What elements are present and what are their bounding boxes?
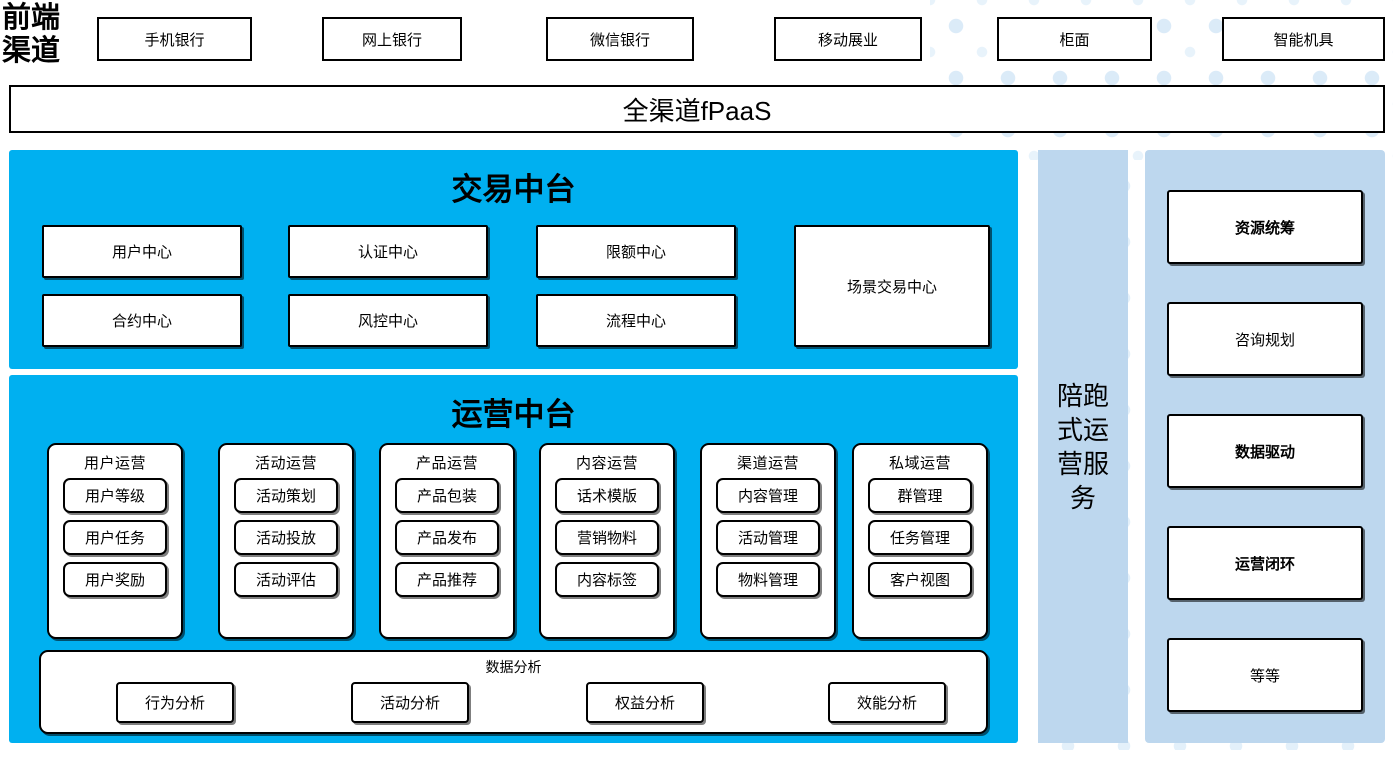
trade-platform-title: 交易中台 bbox=[451, 172, 576, 207]
ops-card-product[interactable]: 产品运营 产品包装 产品发布 产品推荐 bbox=[379, 443, 515, 639]
ops-subitem[interactable]: 活动投放 bbox=[234, 520, 338, 555]
trade-box-risk-center[interactable]: 风控中心 bbox=[288, 294, 488, 347]
capability-box-consulting-planning[interactable]: 咨询规划 bbox=[1167, 302, 1363, 376]
ops-subitem[interactable]: 用户等级 bbox=[63, 478, 167, 513]
ops-subitem[interactable]: 活动策划 bbox=[234, 478, 338, 513]
data-analysis-item-efficiency[interactable]: 效能分析 bbox=[828, 682, 946, 723]
trade-box-limit-center[interactable]: 限额中心 bbox=[536, 225, 736, 278]
ops-card-activity[interactable]: 活动运营 活动策划 活动投放 活动评估 bbox=[218, 443, 354, 639]
ops-card-channel[interactable]: 渠道运营 内容管理 活动管理 物料管理 bbox=[700, 443, 836, 639]
service-column-label: 陪跑式运营服务 bbox=[1056, 380, 1109, 513]
channel-box-mobile-bank[interactable]: 手机银行 bbox=[97, 17, 252, 61]
ops-platform-panel: 运营中台 用户运营 用户等级 用户任务 用户奖励 活动运营 活动策划 活动投放 … bbox=[9, 375, 1018, 743]
ops-card-user[interactable]: 用户运营 用户等级 用户任务 用户奖励 bbox=[47, 443, 183, 639]
capability-box-resource-coordination[interactable]: 资源统筹 bbox=[1167, 190, 1363, 264]
service-column: 陪跑式运营服务 bbox=[1038, 150, 1128, 743]
ops-card-content[interactable]: 内容运营 话术模版 营销物料 内容标签 bbox=[539, 443, 675, 639]
front-channel-label-line1: 前端 bbox=[2, 2, 61, 34]
ops-platform-title: 运营中台 bbox=[451, 397, 576, 432]
ops-subitem[interactable]: 内容标签 bbox=[555, 562, 659, 597]
ops-subitem[interactable]: 用户奖励 bbox=[63, 562, 167, 597]
capability-box-etc[interactable]: 等等 bbox=[1167, 638, 1363, 712]
trade-box-auth-center[interactable]: 认证中心 bbox=[288, 225, 488, 278]
data-analysis-item-behavior[interactable]: 行为分析 bbox=[116, 682, 234, 723]
ops-subitem[interactable]: 产品推荐 bbox=[395, 562, 499, 597]
data-analysis-item-benefit[interactable]: 权益分析 bbox=[586, 682, 704, 723]
ops-subitem[interactable]: 任务管理 bbox=[868, 520, 972, 555]
trade-box-process-center[interactable]: 流程中心 bbox=[536, 294, 736, 347]
ops-card-private-domain[interactable]: 私域运营 群管理 任务管理 客户视图 bbox=[852, 443, 988, 639]
trade-box-contract-center[interactable]: 合约中心 bbox=[42, 294, 242, 347]
ops-card-title: 内容运营 bbox=[575, 455, 638, 472]
ops-subitem[interactable]: 营销物料 bbox=[555, 520, 659, 555]
ops-subitem[interactable]: 活动评估 bbox=[234, 562, 338, 597]
channel-box-mobile-biz[interactable]: 移动展业 bbox=[774, 17, 922, 61]
ops-subitem[interactable]: 活动管理 bbox=[716, 520, 820, 555]
trade-box-scene-trade-center[interactable]: 场景交易中心 bbox=[794, 225, 990, 347]
ops-card-title: 渠道运营 bbox=[736, 455, 799, 472]
ops-subitem[interactable]: 内容管理 bbox=[716, 478, 820, 513]
ops-card-title: 活动运营 bbox=[254, 455, 317, 472]
channel-box-smart-machine[interactable]: 智能机具 bbox=[1222, 17, 1385, 61]
ops-subitem[interactable]: 产品包装 bbox=[395, 478, 499, 513]
ops-subitem[interactable]: 群管理 bbox=[868, 478, 972, 513]
ops-card-title: 私域运营 bbox=[888, 455, 951, 472]
ops-subitem[interactable]: 客户视图 bbox=[868, 562, 972, 597]
omni-channel-fpaas-bar: 全渠道fPaaS bbox=[9, 85, 1385, 133]
ops-subitem[interactable]: 话术模版 bbox=[555, 478, 659, 513]
ops-subitem[interactable]: 产品发布 bbox=[395, 520, 499, 555]
front-channel-label: 前端 渠道 bbox=[2, 2, 86, 70]
channel-box-counter[interactable]: 柜面 bbox=[997, 17, 1152, 61]
capability-column: 资源统筹 咨询规划 数据驱动 运营闭环 等等 bbox=[1145, 150, 1385, 743]
trade-box-user-center[interactable]: 用户中心 bbox=[42, 225, 242, 278]
front-channel-label-line2: 渠道 bbox=[2, 35, 61, 67]
channel-box-online-bank[interactable]: 网上银行 bbox=[322, 17, 462, 61]
ops-subitem[interactable]: 物料管理 bbox=[716, 562, 820, 597]
data-analysis-item-activity[interactable]: 活动分析 bbox=[351, 682, 469, 723]
ops-card-title: 用户运营 bbox=[83, 455, 146, 472]
data-analysis-strip: 数据分析 行为分析 活动分析 权益分析 效能分析 bbox=[39, 650, 988, 734]
data-analysis-title: 数据分析 bbox=[485, 659, 542, 675]
capability-box-ops-closed-loop[interactable]: 运营闭环 bbox=[1167, 526, 1363, 600]
ops-subitem[interactable]: 用户任务 bbox=[63, 520, 167, 555]
ops-card-title: 产品运营 bbox=[415, 455, 478, 472]
trade-platform-panel: 交易中台 用户中心 认证中心 限额中心 合约中心 风控中心 流程中心 场景交易中… bbox=[9, 150, 1018, 369]
capability-box-data-driven[interactable]: 数据驱动 bbox=[1167, 414, 1363, 488]
channel-box-wechat-bank[interactable]: 微信银行 bbox=[546, 17, 694, 61]
